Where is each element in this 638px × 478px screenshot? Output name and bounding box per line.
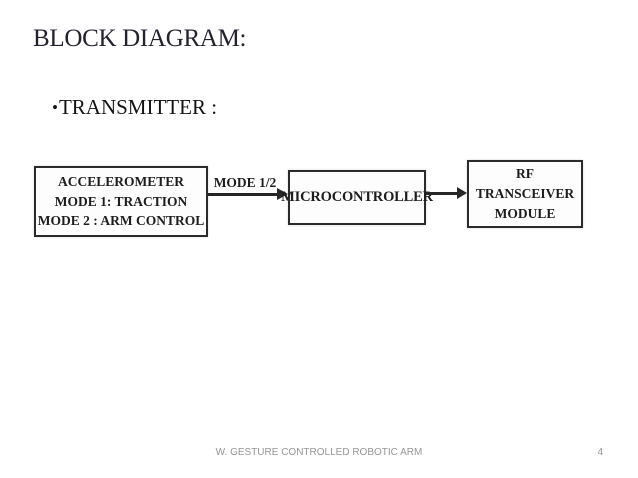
rf-box-line3: MODULE (494, 206, 556, 222)
arrow-right-icon (277, 188, 288, 200)
rf-transceiver-box: RF TRANSCEIVER MODULE (467, 160, 583, 228)
mode-arrow-label: MODE 1/2 (213, 175, 277, 190)
microcontroller-label: MICROCONTROLLER (281, 189, 433, 205)
arrow-micro-to-rf-line (426, 192, 459, 195)
accelerometer-box-line1: ACCELEROMETER (57, 173, 184, 189)
arrow-right-icon (457, 187, 467, 199)
bullet-line: •TRANSMITTER : (52, 95, 217, 120)
arrow-accel-to-micro-line (208, 193, 282, 196)
rf-box-line2: TRANSCEIVER (475, 185, 575, 201)
footer: W. GESTURE CONTROLLED ROBOTIC ARM 4 (0, 447, 638, 458)
footer-title: W. GESTURE CONTROLLED ROBOTIC ARM (215, 447, 423, 458)
slide-title: BLOCK DIAGRAM: (33, 25, 247, 52)
bullet-text: TRANSMITTER : (58, 95, 218, 119)
microcontroller-box: MICROCONTROLLER (281, 170, 433, 225)
accelerometer-box: ACCELEROMETER MODE 1: TRACTION MODE 2 : … (34, 166, 208, 237)
bullet-glyph: • (52, 98, 58, 117)
page-number: 4 (597, 447, 603, 458)
rf-box-line1: RF (516, 165, 534, 181)
accelerometer-box-line2: MODE 1: TRACTION (54, 193, 188, 209)
accelerometer-box-line3: MODE 2 : ARM CONTROL (37, 213, 205, 229)
